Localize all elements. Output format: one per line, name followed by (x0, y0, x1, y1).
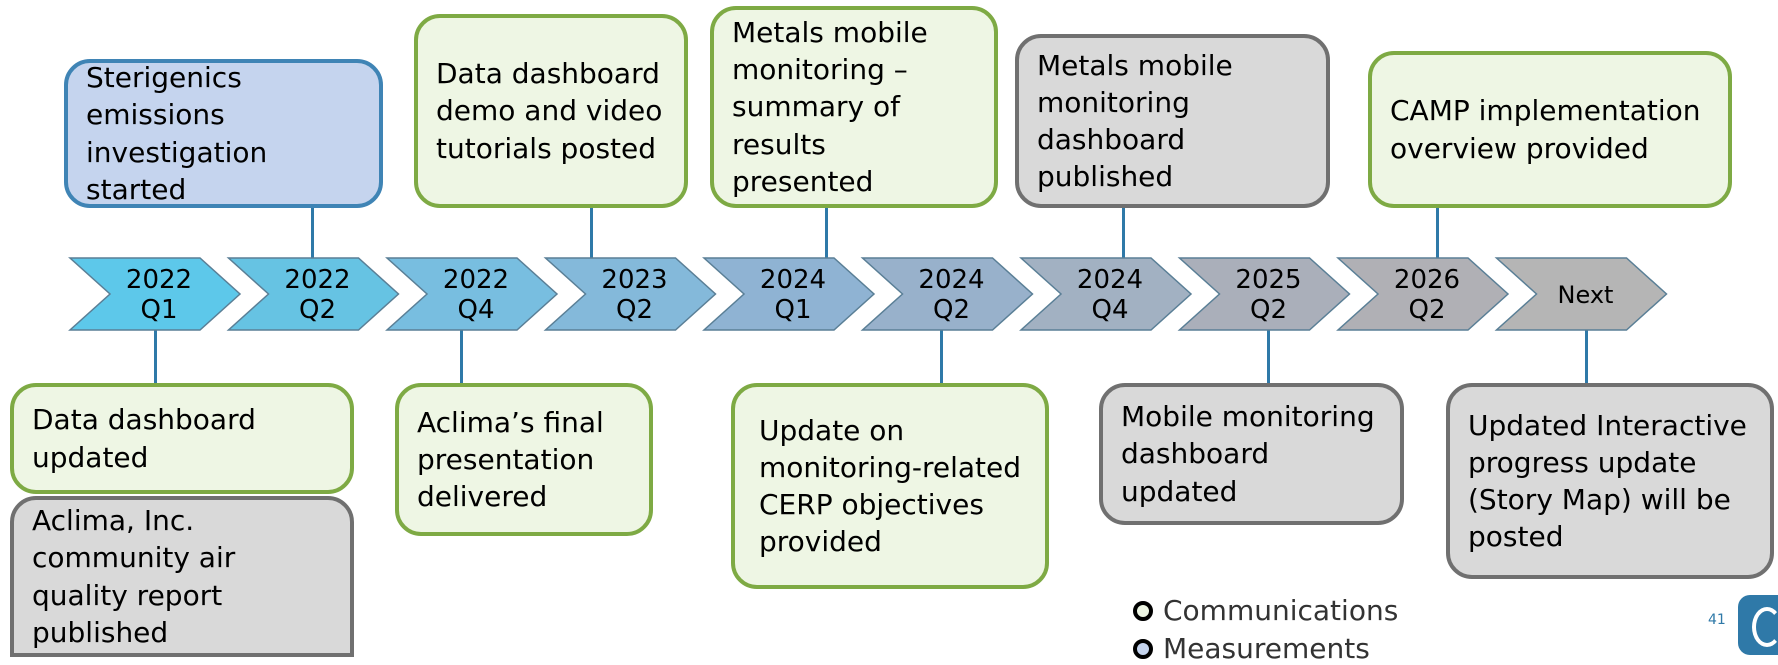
chevron-shape (68, 257, 242, 331)
chevron-shape (543, 257, 717, 331)
legend-swatch-communications (1133, 600, 1153, 621)
period-quarter-label: Q1 (774, 295, 811, 325)
event-text: Data dashboard demo and video tutorials … (436, 57, 663, 165)
legend-label: Measurements (1163, 632, 1370, 665)
connector-line (1585, 330, 1588, 383)
event-text: CAMP implementation overview provided (1390, 94, 1701, 165)
page-number: 41 (1708, 612, 1726, 628)
event-metals-summary: Metals mobile monitoring – summary of re… (710, 6, 998, 208)
connector-line (940, 330, 943, 383)
connector-line (154, 330, 157, 383)
event-text: Aclima’s final presentation delivered (417, 405, 604, 514)
chevron-shape (1177, 257, 1351, 331)
event-text: Metals mobile monitoring dashboard publi… (1037, 48, 1233, 194)
period-quarter-label: Q1 (140, 295, 177, 325)
connector-line (1122, 208, 1125, 260)
period-year-label: 2024 (760, 265, 826, 295)
period-year-label: 2026 (1394, 265, 1460, 295)
period-year-label: 2024 (1077, 265, 1143, 295)
period-year-label: 2022 (126, 265, 192, 295)
event-dashboard-updated: Data dashboard updated (10, 383, 354, 494)
chevron-shape (860, 257, 1034, 331)
chevron-shape (385, 257, 559, 331)
period-year-label: 2023 (601, 265, 667, 295)
period-year-label: 2024 (918, 265, 984, 295)
event-text: Sterigenics emissions investigation star… (86, 61, 268, 206)
legend-swatch-measurements (1133, 638, 1153, 659)
period-quarter-label: Q2 (1250, 295, 1287, 325)
chevron-shape (702, 257, 876, 331)
period-chevron: Next (1494, 257, 1668, 331)
event-camp-overview: CAMP implementation overview provided (1368, 51, 1732, 208)
chevron-shape (1336, 257, 1510, 331)
period-quarter-label: Q4 (457, 295, 494, 325)
event-aclima-presentation: Aclima’s final presentation delivered (395, 383, 653, 536)
logo-mark (1752, 607, 1778, 647)
period-quarter-label: Q2 (933, 295, 970, 325)
event-text: Aclima, Inc. community air quality repor… (32, 504, 236, 649)
chevron-shape (226, 257, 400, 331)
connector-line (590, 208, 593, 260)
connector-line (825, 208, 828, 260)
event-dashboard-demo: Data dashboard demo and video tutorials … (414, 14, 688, 208)
event-text: Update on monitoring-related CERP object… (759, 413, 1021, 559)
event-story-map: Updated Interactive progress update (Sto… (1446, 383, 1774, 579)
period-quarter-label: Next (1558, 281, 1614, 309)
connector-line (460, 330, 463, 383)
period-quarter-label: Q4 (1091, 295, 1128, 325)
chevron-shape (1019, 257, 1193, 331)
legend-label: Communications (1163, 594, 1399, 627)
event-sterigenics-investigation: Sterigenics emissions investigation star… (64, 59, 383, 208)
agency-logo (1738, 595, 1778, 655)
period-year-label: 2022 (443, 265, 509, 295)
connector-line (311, 208, 314, 260)
period-year-label: 2025 (1235, 265, 1301, 295)
event-text: Data dashboard updated (32, 403, 256, 474)
legend-communications: Communications (1133, 594, 1398, 627)
event-cerp-update: Update on monitoring-related CERP object… (731, 383, 1049, 589)
period-quarter-label: Q2 (299, 295, 336, 325)
connector-line (1436, 208, 1439, 260)
event-text: Updated Interactive progress update (Sto… (1468, 408, 1747, 554)
legend-measurements: Measurements (1133, 632, 1370, 665)
chevron-shape (1494, 257, 1668, 331)
period-quarter-label: Q2 (616, 295, 653, 325)
event-aclima-report: Aclima, Inc. community air quality repor… (10, 496, 354, 657)
event-text: Mobile monitoring dashboard updated (1121, 400, 1375, 508)
event-mobile-dashboard-updated: Mobile monitoring dashboard updated (1099, 383, 1404, 525)
period-quarter-label: Q2 (1408, 295, 1445, 325)
connector-line (1267, 330, 1270, 383)
period-year-label: 2022 (284, 265, 350, 295)
event-metals-dashboard: Metals mobile monitoring dashboard publi… (1015, 34, 1330, 208)
event-text: Metals mobile monitoring – summary of re… (732, 15, 928, 198)
